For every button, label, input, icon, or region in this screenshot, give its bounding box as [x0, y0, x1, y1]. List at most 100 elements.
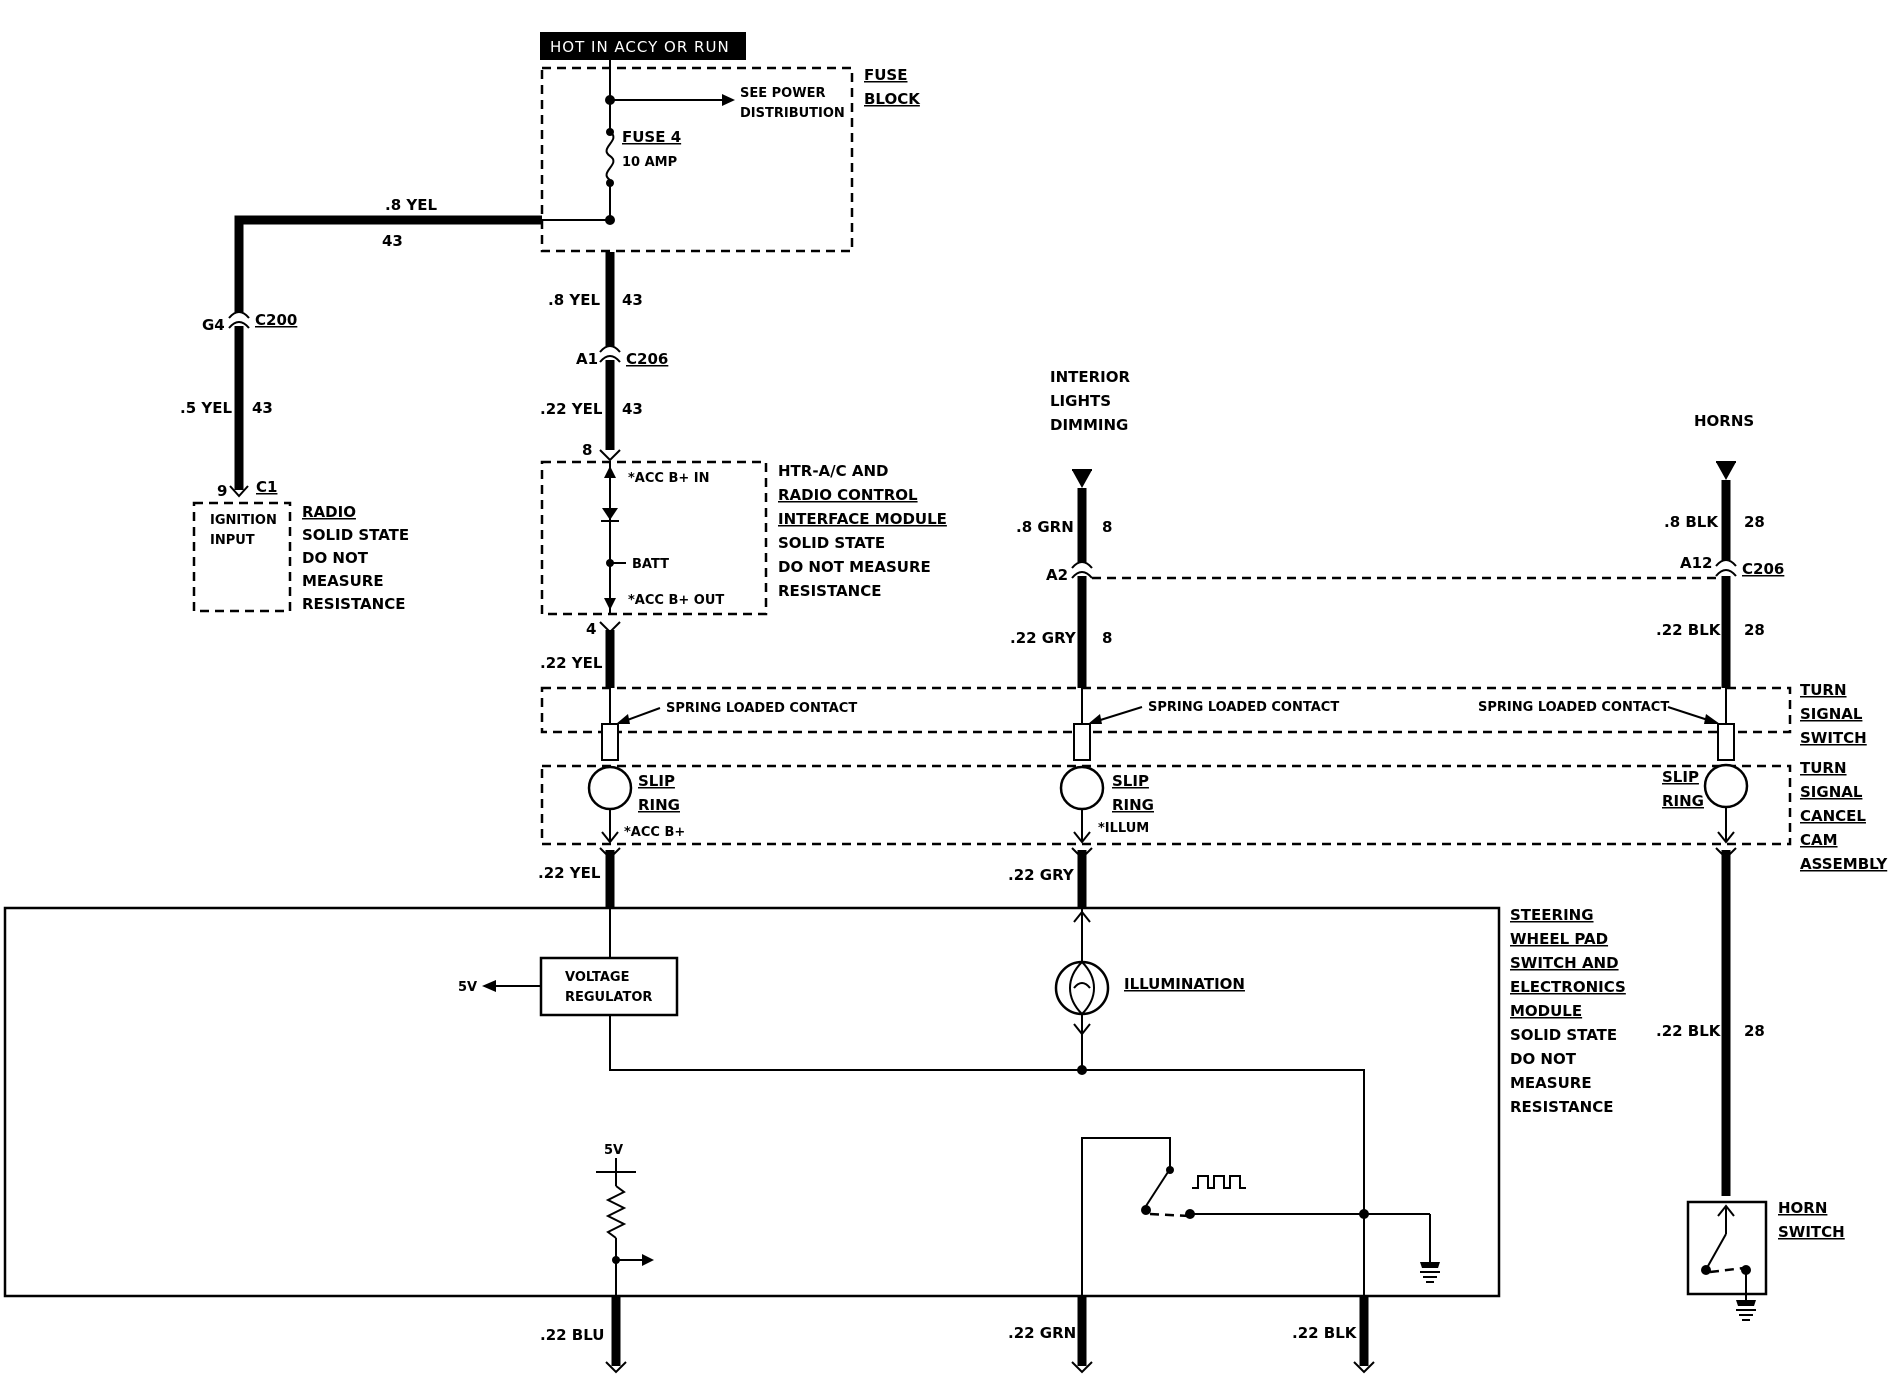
- label-c200-name: C200: [255, 311, 297, 329]
- steering-module-label-7: DO NOT: [1510, 1050, 1577, 1068]
- label-center-upper-gauge: .8 YEL: [548, 291, 600, 309]
- label-horn-upper-circuit: 28: [1744, 513, 1765, 531]
- slip-left-label-1: SLIP: [638, 772, 675, 790]
- label-horn-upper-gauge: .8 BLK: [1664, 513, 1719, 531]
- radio-label-3: DO NOT: [302, 549, 369, 567]
- label-interior-lower-gauge: .22 GRY: [1010, 629, 1077, 647]
- interior-label-1: INTERIOR: [1050, 368, 1130, 386]
- regulator-ground-bus: [609, 1015, 1365, 1306]
- label-radio-conn: C1: [256, 478, 277, 496]
- pullup-resistor: [605, 1185, 627, 1239]
- label-interior-upper-circuit: 8: [1102, 518, 1112, 536]
- horn-switch-linkage: [1709, 1266, 1745, 1274]
- htr-batt: BATT: [632, 557, 669, 572]
- htr-label-5: DO NOT MEASURE: [778, 558, 931, 576]
- htr-diode: [602, 508, 618, 520]
- steering-module-label-1: STEERING: [1510, 906, 1594, 924]
- radio-label-4: MEASURE: [302, 572, 384, 590]
- label-top-left-gauge: .8 YEL: [385, 196, 437, 214]
- label-htr-pin-in: 8: [582, 441, 592, 459]
- cancel-cam-label-1: TURN: [1800, 759, 1847, 777]
- fuse-4-rating: 10 AMP: [622, 155, 677, 170]
- regulator-5v-label: 5V: [458, 980, 477, 995]
- interior-input-arrow: [1072, 470, 1092, 488]
- voltage-regulator-box: [539, 956, 679, 1017]
- label-horn-switch-circuit: 28: [1744, 1022, 1765, 1040]
- pullup-output-arrowhead: [642, 1254, 654, 1266]
- contact-mid-pointer: [1093, 706, 1143, 723]
- label-horn-lower-gauge: .22 BLK: [1656, 621, 1722, 639]
- steering-module-label-2: WHEEL PAD: [1510, 930, 1608, 948]
- slip-ring-mid: [1059, 765, 1105, 811]
- contact-mid-label: SPRING LOADED CONTACT: [1148, 700, 1339, 715]
- illumination-lamp: [1054, 960, 1110, 1016]
- label-bottom-blk: .22 BLK: [1292, 1324, 1358, 1342]
- banner-background: [540, 32, 746, 60]
- contact-mid-pointer-head: [1088, 714, 1102, 724]
- pulse-switch-feed: [1081, 1137, 1171, 1306]
- htr-label-4: SOLID STATE: [778, 534, 885, 552]
- regulator-5v-arrow: [482, 980, 496, 992]
- fuse-block-label-2: BLOCK: [864, 90, 921, 108]
- cancel-cam-outline: [540, 764, 1792, 846]
- label-center-lower-gauge: .22 YEL: [540, 400, 603, 418]
- pulse-switch-pivot: [1141, 1205, 1151, 1215]
- slip-mid-arrow: [1073, 831, 1091, 844]
- radio-label-5: RESISTANCE: [302, 595, 405, 613]
- horn-switch-label-2: SWITCH: [1778, 1223, 1845, 1241]
- slip-mid-label-2: RING: [1112, 796, 1154, 814]
- cancel-cam-label-5: ASSEMBLY: [1800, 855, 1888, 873]
- ground-symbol-internal: [1420, 1262, 1440, 1268]
- label-after-slip-mid-gauge: .22 GRY: [1008, 866, 1075, 884]
- spring-contact-right: [1717, 723, 1735, 761]
- voltage-regulator-label-2: REGULATOR: [565, 990, 652, 1005]
- label-horn-switch-gauge: .22 BLK: [1656, 1022, 1722, 1040]
- label-radio-pin: 9: [217, 482, 227, 500]
- label-horn-lower-circuit: 28: [1744, 621, 1765, 639]
- label-bottom-blu: .22 BLU: [540, 1326, 604, 1344]
- label-c206-center-pin: A1: [576, 350, 598, 368]
- wire-yel-43-top: [234, 215, 542, 312]
- interior-label-3: DIMMING: [1050, 416, 1128, 434]
- spring-contact-mid: [1073, 723, 1091, 761]
- label-center-upper-circuit: 43: [622, 291, 643, 309]
- connector-c200-symbol: [228, 311, 250, 329]
- radio-box-text-1: IGNITION: [210, 513, 277, 528]
- slip-mid-illum: *ILLUM: [1098, 821, 1149, 836]
- illum-top-arrow: [1073, 910, 1091, 923]
- pullup-5v-label: 5V: [604, 1143, 623, 1158]
- htr-label-3: INTERFACE MODULE: [778, 510, 947, 528]
- slip-left-label-2: RING: [638, 796, 680, 814]
- htr-acc-in: *ACC B+ IN: [628, 471, 710, 486]
- see-power-label-1: SEE POWER: [740, 86, 825, 101]
- steering-module-label-6: SOLID STATE: [1510, 1026, 1617, 1044]
- htr-in-chevron: [599, 449, 621, 462]
- horn-switch-box: [1686, 1200, 1768, 1296]
- wire-blk-out-chevron: [1353, 1361, 1375, 1374]
- steering-module-label-3: SWITCH AND: [1510, 954, 1619, 972]
- pulse-switch-linkage: [1149, 1212, 1191, 1218]
- fuse-block-label-1: FUSE: [864, 66, 907, 84]
- interior-label-2: LIGHTS: [1050, 392, 1111, 410]
- horn-switch-label-1: HORN: [1778, 1199, 1827, 1217]
- steering-module-label-4: ELECTRONICS: [1510, 978, 1626, 996]
- see-power-arrowhead: [722, 94, 735, 106]
- slip-mid-label-1: SLIP: [1112, 772, 1149, 790]
- turn-signal-switch-label-2: SIGNAL: [1800, 705, 1863, 723]
- radio-box-text-2: INPUT: [210, 533, 255, 548]
- connector-a2-symbol: [1071, 561, 1093, 579]
- pulse-train-symbol: [1192, 1175, 1246, 1189]
- illum-bottom-arrow: [1073, 1023, 1091, 1036]
- label-left-lower-gauge: .5 YEL: [180, 399, 232, 417]
- htr-out-arrow-down: [604, 598, 616, 610]
- pulse-switch-blade: [1145, 1171, 1169, 1207]
- cancel-cam-label-2: SIGNAL: [1800, 783, 1863, 801]
- contact-right-label: SPRING LOADED CONTACT: [1478, 700, 1669, 715]
- contact-left-pointer-head: [616, 714, 630, 724]
- connector-a12-symbol: [1715, 559, 1737, 577]
- chevron-yel-into-module: [599, 847, 621, 860]
- cancel-cam-label-3: CANCEL: [1800, 807, 1866, 825]
- wire-blu-out-chevron: [605, 1361, 627, 1374]
- slip-right-label-2: RING: [1662, 792, 1704, 810]
- wire-grn-out-chevron: [1071, 1361, 1093, 1374]
